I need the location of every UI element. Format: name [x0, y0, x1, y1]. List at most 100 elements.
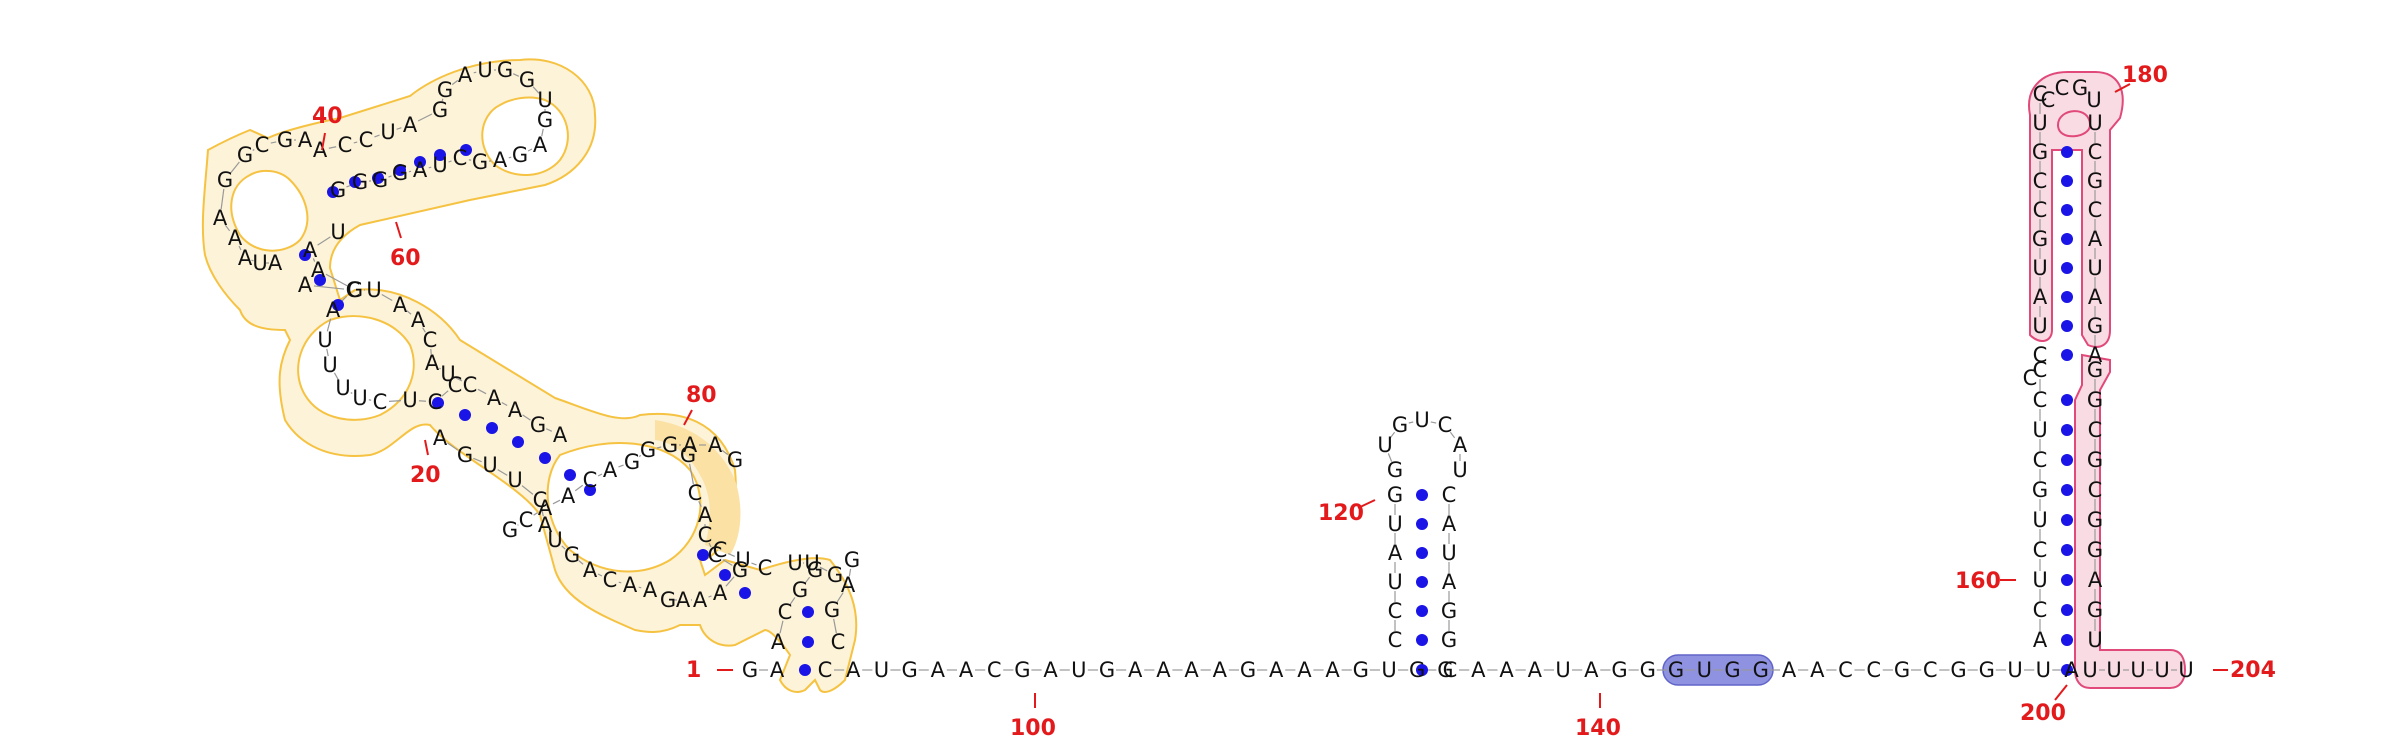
base-pair-dot: [564, 469, 576, 481]
main-strand-linker1-nucleotide: C: [987, 658, 1002, 682]
mid-arm-nucleotide: A: [393, 293, 408, 317]
upper-arm-nucleotide: G: [432, 98, 448, 122]
hairpin-near-1-pair-backbone-link: [789, 597, 796, 605]
main-strand-linker2-nucleotide: A: [1584, 658, 1599, 682]
strand-20-nucleotide: C: [533, 488, 548, 512]
upper-arm-nucleotide: G: [277, 128, 293, 152]
label-100: 100: [1010, 716, 1056, 741]
upper-arm-nucleotide: C: [453, 146, 468, 170]
base-pair-dot: [2061, 664, 2073, 676]
label-204: 204: [2230, 658, 2276, 683]
main-strand-linker1-nucleotide: A: [1297, 658, 1312, 682]
stem-180-lower-5p-nucleotide: A: [2033, 628, 2048, 652]
upper-arm-backbone-link: [508, 156, 512, 159]
right-domain-3p-strand: [2074, 353, 2187, 689]
hairpin-1-loop-backbone-link: [819, 566, 828, 572]
loop-20-nucleotide: U: [317, 328, 332, 352]
upper-arm-nucleotide: A: [313, 138, 328, 162]
mid-arm-backbone-link: [455, 377, 463, 382]
main-strand-3p-nucleotide: U: [2106, 658, 2121, 682]
mid-arm-backbone-link: [439, 367, 441, 370]
strand-20-nucleotide: G: [564, 543, 580, 567]
strand-80-nucleotide: G: [624, 450, 640, 474]
mid-arm-backbone-link: [381, 293, 393, 302]
base-pair-dot: [1416, 547, 1428, 559]
main-strand-linker2-nucleotide: U: [1555, 658, 1570, 682]
label-20: 20: [410, 463, 441, 488]
tick-80: [683, 409, 693, 426]
upper-arm-nucleotide: G: [372, 168, 388, 192]
mid-arm-backbone-link: [477, 388, 487, 395]
hairpin-near-1-pair-nucleotide: A: [771, 630, 786, 654]
main-strand-linker2-nucleotide: G: [1894, 658, 1910, 682]
central-strand-nucleotide: C: [708, 543, 723, 567]
main-strand-linker1-nucleotide: G: [1240, 658, 1256, 682]
main-strand-3p-nucleotide: U: [2082, 658, 2097, 682]
upper-arm-nucleotide: A: [458, 63, 473, 87]
strand-20-backbone-link: [521, 485, 534, 495]
stem-120-5p-nucleotide: C: [1388, 628, 1403, 652]
main-strand-linker1-nucleotide: G: [901, 658, 917, 682]
stem-120-5p-nucleotide: C: [1388, 599, 1403, 623]
main-strand-linker2-nucleotide: G: [1950, 658, 1966, 682]
upper-arm-backbone-link: [441, 98, 444, 102]
base-pair-dot: [802, 636, 814, 648]
label-140: 140: [1575, 716, 1621, 741]
base-pair-dot: [434, 149, 446, 161]
strand-20-nucleotide: U: [482, 453, 497, 477]
central-strand-nucleotide: C: [698, 523, 713, 547]
central-strand-nucleotide: A: [676, 588, 691, 612]
tick-60: [395, 221, 402, 239]
stem-180-lower-5p-nucleotide: G: [2032, 478, 2048, 502]
stem-180-lower-5p-nucleotide: C: [2033, 538, 2048, 562]
loop-120-backbone-link: [1449, 431, 1456, 439]
strand-20-backbone-link: [561, 545, 566, 550]
central-strand-nucleotide: A: [693, 588, 708, 612]
loop-20-backbone-link: [418, 400, 427, 402]
base-pair-dot: [2061, 604, 2073, 616]
stem-180-upper-3p-nucleotide: C: [2088, 198, 2103, 222]
stem-180-upper-5p-nucleotide: C: [2033, 198, 2048, 222]
mid-arm-nucleotide: U: [366, 278, 381, 302]
tick-20: [424, 439, 429, 456]
base-pair-dot: [1416, 518, 1428, 530]
upper-arm-backbone-link: [388, 175, 392, 178]
upper-arm-backbone-link: [448, 160, 452, 163]
base-pair-dot: [2061, 175, 2073, 187]
central-strand-backbone-link: [708, 595, 712, 598]
strand-20-backbone-link: [638, 586, 642, 589]
strand-20-nucleotide: U: [507, 468, 522, 492]
base-pair-dot: [314, 274, 326, 286]
hairpin-near-1-pair-nucleotide: G: [792, 578, 808, 602]
main-strand-linker1-nucleotide: A: [931, 658, 946, 682]
tick-120: [1357, 499, 1376, 509]
base-pair-dot: [739, 587, 751, 599]
stem-180-upper-5p-nucleotide: U: [2032, 314, 2047, 338]
main-strand-linker1-nucleotide: G: [1014, 658, 1030, 682]
main-strand-linker1-nucleotide: G: [1099, 658, 1115, 682]
label-200: 200: [2020, 701, 2066, 726]
mid-arm-nucleotide: A: [553, 423, 568, 447]
tick-200: [2054, 684, 2068, 701]
hairpin-near-1-pair-nucleotide: C: [778, 600, 793, 624]
loop-120-nucleotide: G: [1392, 413, 1408, 437]
label-80: 80: [686, 383, 717, 408]
central-strand-backbone-link: [708, 542, 712, 548]
central-strand-nucleotide: A: [713, 581, 728, 605]
central-strand-nucleotide: G: [660, 588, 676, 612]
stem-120-3p-nucleotide: G: [1441, 628, 1457, 652]
base-pair-dot: [2061, 262, 2073, 274]
base-pair-dot: [799, 664, 811, 676]
loop-20-nucleotide: U: [335, 376, 350, 400]
mid-arm-backbone-link: [312, 258, 316, 262]
upper-arm-backbone-link: [527, 148, 533, 152]
loop-20-nucleotide: C: [448, 373, 463, 397]
upper-arm-backbone-link: [451, 79, 459, 86]
main-strand-linker2-nucleotide: C: [1923, 658, 1938, 682]
stem-180-upper-3p-nucleotide: A: [2088, 285, 2103, 309]
strand-80-backbone-link: [656, 446, 662, 449]
strand-20-backbone-link: [473, 457, 482, 463]
label-1: 1: [686, 658, 701, 683]
strand-80-backbone-link: [618, 464, 624, 468]
hairpin-near-1-pair-nucleotide: G: [807, 558, 823, 582]
